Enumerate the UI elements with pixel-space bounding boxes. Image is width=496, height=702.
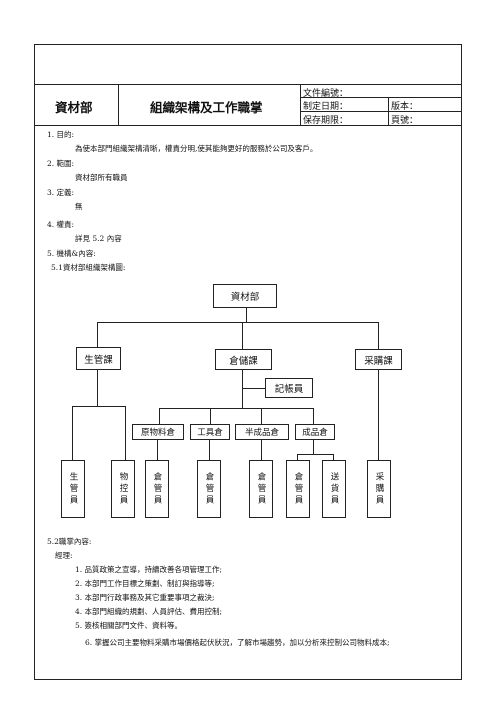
delivery-staff-label: 送貨員: [329, 471, 339, 507]
storekeeper-finished-label: 倉管員: [293, 471, 303, 507]
stem-keeper-1: [157, 440, 158, 460]
org-node-production-control: 生管課: [76, 347, 121, 370]
section-org-chart-heading: 5.1資材部組織架構圖:: [51, 263, 126, 272]
issue-date-label: 制定日期：: [303, 102, 349, 112]
org-node-semi-finished-store: 半成品倉: [235, 424, 289, 440]
header-divider-2: [300, 84, 301, 125]
ledger-branch: [242, 388, 265, 389]
org-node-bookkeeper: 記帳員: [265, 378, 313, 398]
document-frame: [34, 44, 462, 680]
stem-delivery: [333, 454, 334, 460]
section-scope-heading: 2. 範圍:: [47, 159, 75, 168]
storekeeper-raw-label: 倉管員: [152, 471, 162, 507]
org-node-storekeeper-semi: 倉管員: [249, 460, 273, 518]
org-node-purchaser: 采購員: [367, 460, 391, 518]
stem-keeper-3: [261, 440, 262, 460]
org-node-finished-store: 成品倉: [295, 424, 335, 440]
section-definition-heading: 3. 定義:: [47, 188, 75, 197]
storekeeper-tool-label: 倉管員: [204, 471, 214, 507]
production-stem: [97, 370, 98, 406]
stem-semi-finished: [261, 408, 262, 424]
section-responsibility-heading: 4. 權責:: [47, 220, 75, 229]
warehouse-bus: [159, 408, 313, 409]
header-row-line-1: [300, 97, 462, 98]
level2-bus: [97, 322, 379, 323]
org-node-raw-material-store: 原物料倉: [132, 424, 184, 440]
section-purpose-text: 為使本部門組織架構清晰，權責分明,使其能夠更好的服務於公司及客戶。: [75, 144, 318, 153]
org-node-warehouse: 倉儲課: [215, 349, 272, 370]
duty-item-6: 6. 掌握公司主要物料采購市場價格起伏狀況，了解市場趨勢，加以分析來控制公司物料…: [85, 638, 390, 647]
org-node-tool-store: 工具倉: [190, 424, 230, 440]
version-label: 版本：: [391, 102, 419, 112]
header-row-line-2: [300, 111, 462, 112]
section-scope-text: 資材部所有職員: [75, 173, 128, 182]
stem-finished: [313, 408, 314, 424]
stem-keeper-4: [297, 454, 298, 460]
material-controller-label: 物控員: [118, 471, 128, 507]
org-node-storekeeper-tool: 倉管員: [197, 460, 221, 518]
org-node-materials-dept: 資材部: [213, 284, 277, 308]
root-stem: [246, 308, 247, 322]
stem-controller: [125, 406, 126, 460]
production-planner-label: 生管員: [68, 471, 78, 507]
duty-item-3: 3. 本部門行政事務及其它重要事項之裁決;: [75, 593, 215, 602]
storekeeper-semi-label: 倉管員: [256, 471, 266, 507]
org-node-purchasing: 采購課: [355, 349, 402, 370]
stem-production: [97, 322, 98, 347]
retention-label: 保存期限：: [303, 116, 349, 126]
page-number-label: 頁號：: [391, 116, 419, 126]
production-bus: [72, 406, 126, 407]
section-structure-heading: 5. 機構&內容:: [47, 249, 96, 258]
org-node-storekeeper-finished: 倉管員: [286, 460, 310, 518]
stem-purchasing: [378, 322, 379, 349]
section-purpose-heading: 1. 目的:: [47, 130, 75, 139]
org-node-production-planner: 生管員: [61, 460, 85, 518]
org-node-storekeeper-raw: 倉管員: [145, 460, 169, 518]
header-divider-1: [118, 84, 119, 125]
stem-raw-material: [159, 408, 160, 424]
stem-tool: [210, 408, 211, 424]
duty-item-4: 4. 本部門組織的規劃、人員評估、費用控制;: [75, 607, 223, 616]
duty-item-1: 1. 品質政策之宣導，持續改善各項管理工作;: [75, 565, 223, 574]
header-bottom-line: [34, 125, 462, 126]
org-node-material-controller: 物控員: [111, 460, 135, 518]
stem-planner: [72, 406, 73, 460]
warehouse-stem: [242, 370, 243, 408]
document-title: 組織架構及工作職掌: [150, 100, 263, 115]
section-definition-text: 無: [75, 202, 83, 211]
duty-item-5: 5. 簽核相關部門文件、資料等。: [75, 621, 183, 630]
purchasing-stem: [378, 370, 379, 460]
finished-stem: [313, 440, 314, 454]
duties-heading: 5.2職掌內容:: [47, 537, 92, 546]
finished-bus: [297, 454, 334, 455]
department-name: 資材部: [55, 100, 93, 115]
duty-item-2: 2. 本部門工作目標之策劃、制訂與指導等;: [75, 579, 215, 588]
stem-warehouse: [242, 322, 243, 349]
duties-role-manager: 經理:: [55, 551, 73, 560]
section-responsibility-text: 詳見 5.2 內容: [75, 234, 122, 243]
stem-keeper-2: [209, 440, 210, 460]
header-top-line: [34, 84, 462, 85]
org-node-delivery-staff: 送貨員: [322, 460, 346, 518]
purchaser-label: 采購員: [374, 471, 384, 507]
doc-number-label: 文件編號：: [303, 89, 349, 99]
